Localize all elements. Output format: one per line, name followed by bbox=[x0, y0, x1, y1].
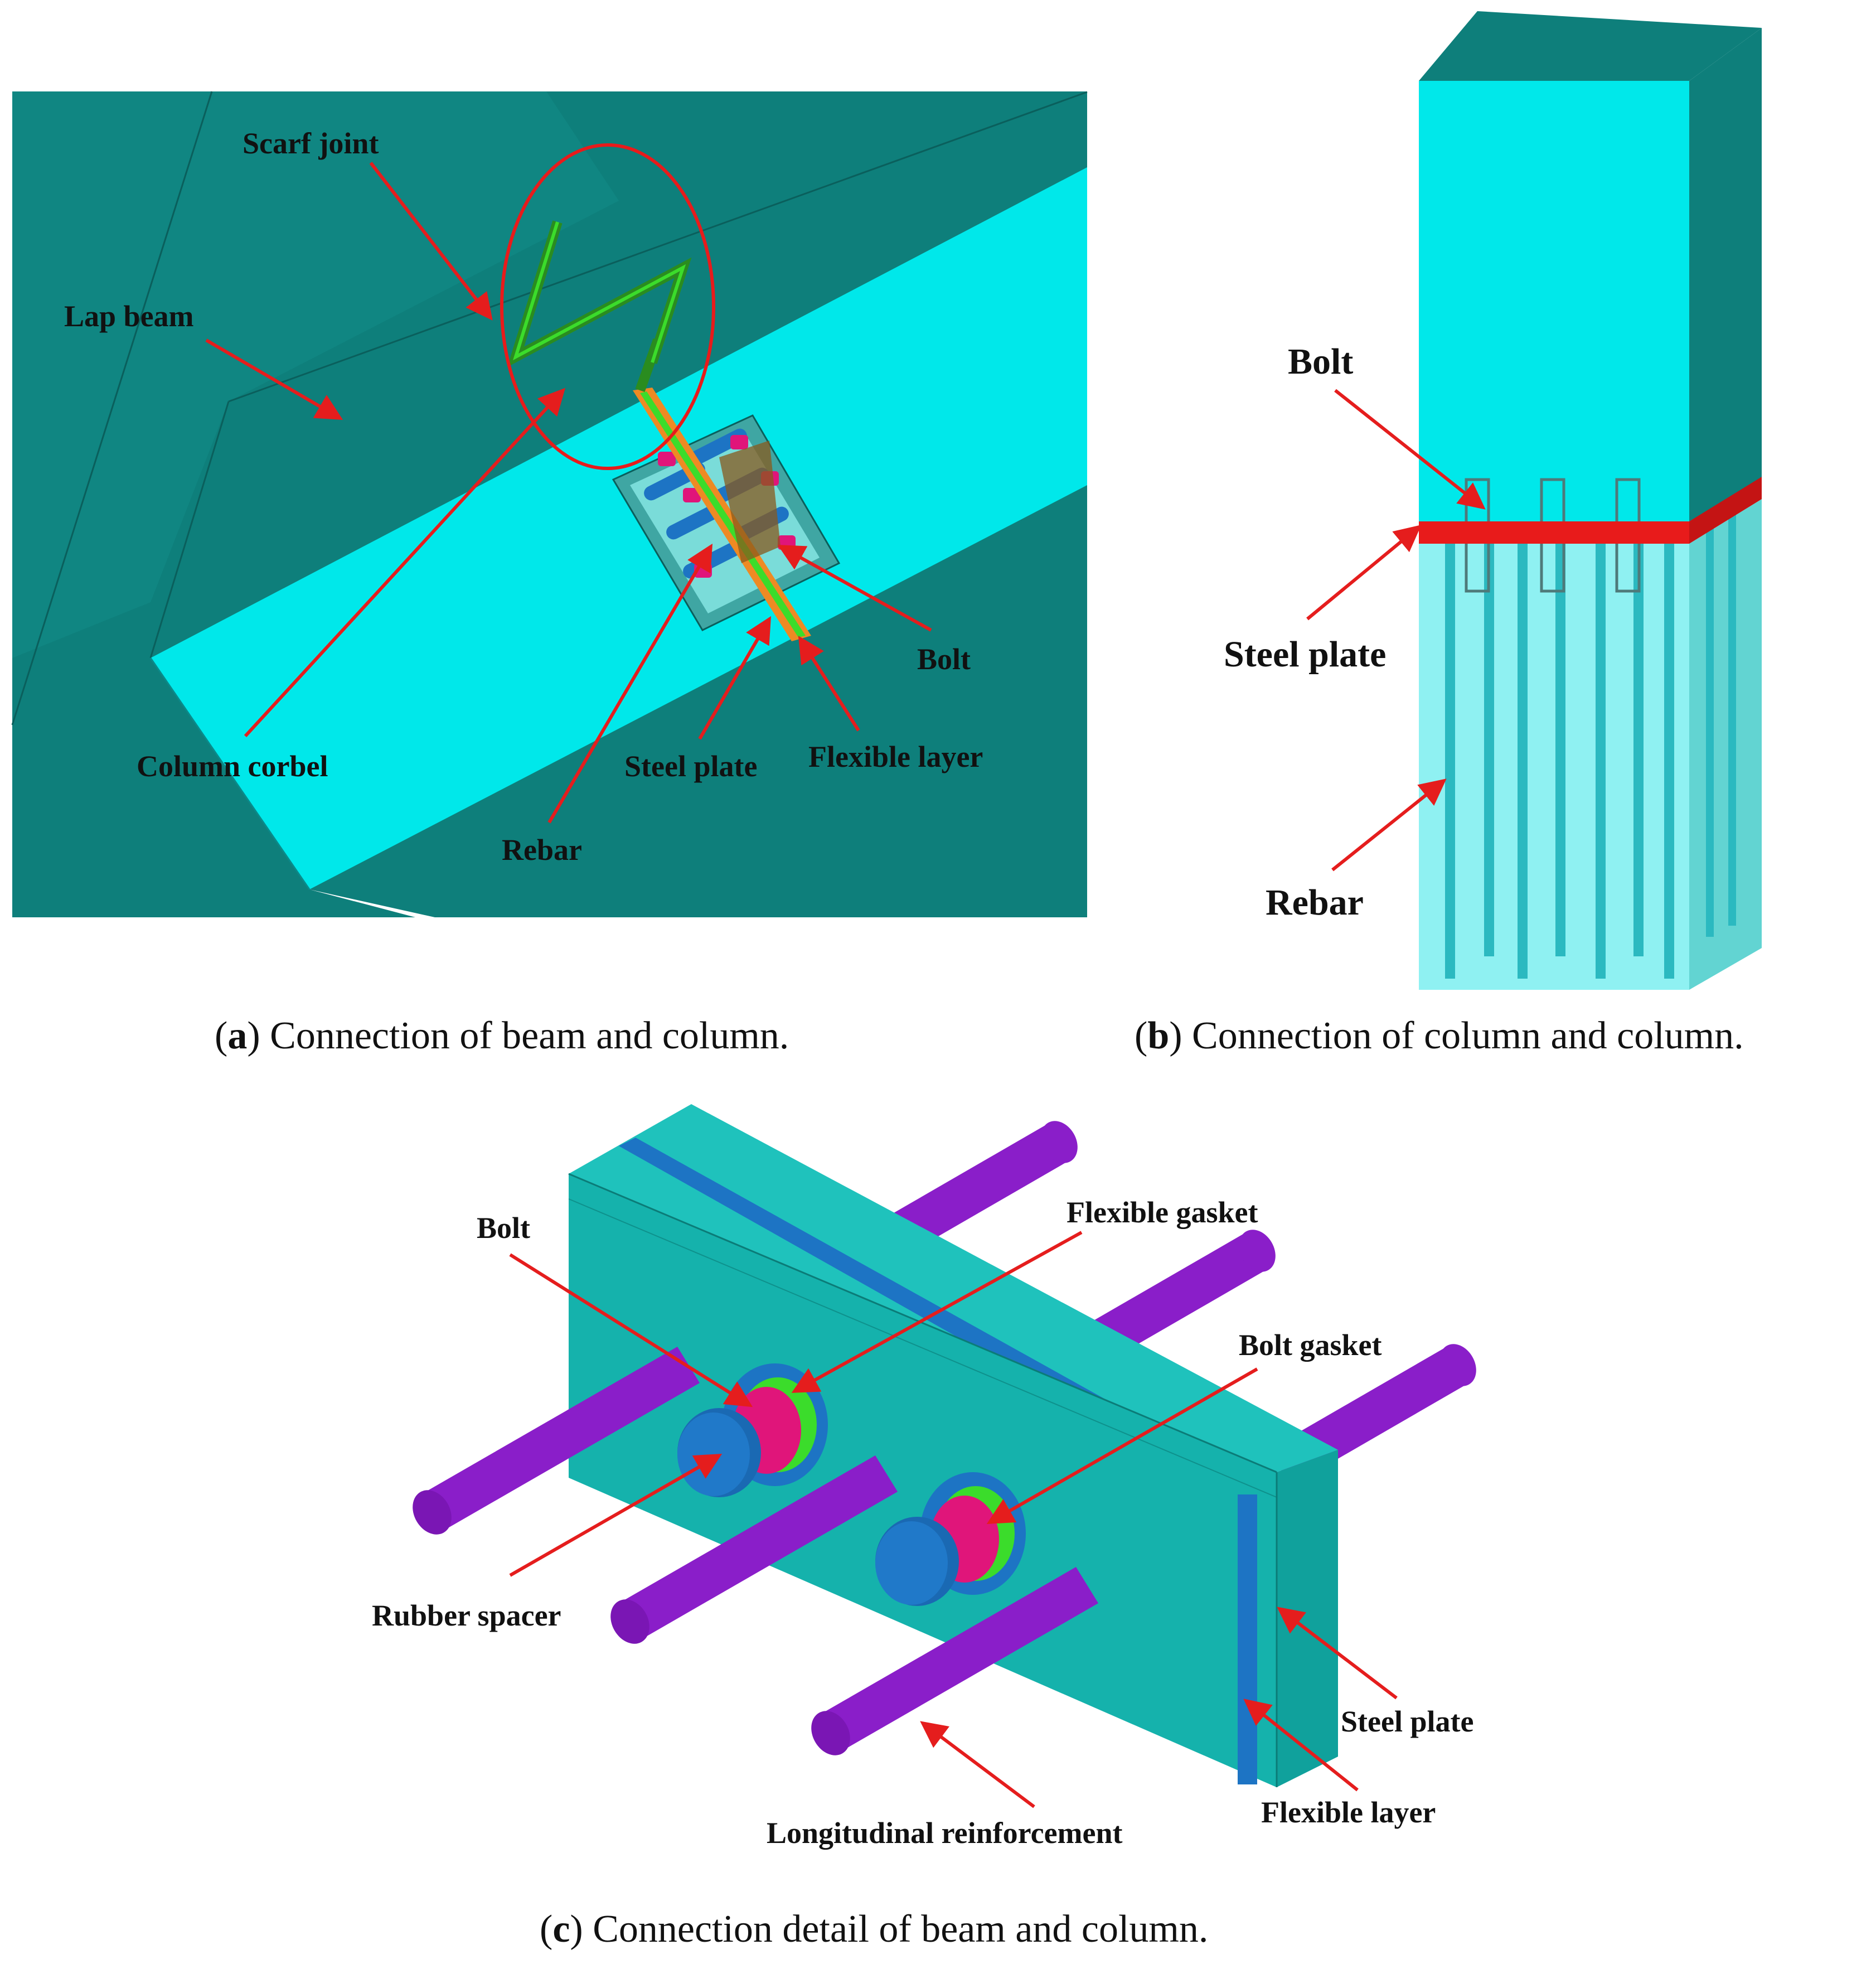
plate-side-face bbox=[1277, 1450, 1338, 1787]
label-scarf-joint: Scarf joint bbox=[243, 127, 379, 160]
rebar-group-b bbox=[1445, 502, 1736, 979]
scarf-joint-highlight bbox=[500, 143, 715, 470]
label-rubber-spacer: Rubber spacer bbox=[372, 1599, 561, 1632]
lower-column-side bbox=[1689, 499, 1762, 990]
label-steel-plate-b: Steel plate bbox=[1224, 634, 1386, 675]
plate-front-face bbox=[569, 1174, 1277, 1787]
lap-beam-face bbox=[12, 91, 619, 658]
label-flexible-gasket: Flexible gasket bbox=[1067, 1196, 1258, 1229]
label-bolt-a: Bolt bbox=[917, 642, 971, 676]
label-flexible-layer-a: Flexible layer bbox=[808, 740, 983, 773]
beam-cyan bbox=[151, 167, 1087, 889]
flexible-layer-strip bbox=[640, 391, 806, 637]
label-bolt-gasket: Bolt gasket bbox=[1239, 1328, 1382, 1362]
label-steel-plate-a: Steel plate bbox=[624, 749, 757, 783]
label-rebar-a: Rebar bbox=[502, 833, 582, 867]
label-rebar-b: Rebar bbox=[1266, 882, 1364, 923]
label-bolt-b: Bolt bbox=[1288, 341, 1353, 382]
caption-b: (b) Connection of column and column. bbox=[1135, 1014, 1744, 1057]
steel-plate-red bbox=[1419, 521, 1689, 544]
label-bolt-c: Bolt bbox=[477, 1211, 530, 1245]
label-flexible-layer-c: Flexible layer bbox=[1261, 1796, 1436, 1829]
label-column-corbel: Column corbel bbox=[137, 749, 328, 783]
flexible-layer-c bbox=[1238, 1494, 1257, 1784]
plate-top-face bbox=[569, 1104, 1338, 1472]
panel-b-arrows bbox=[1306, 389, 1486, 872]
upper-column-front bbox=[1419, 81, 1689, 521]
panel-a-arrows bbox=[205, 162, 932, 824]
caption-c: (c) Connection detail of beam and column… bbox=[540, 1908, 1208, 1951]
longitudinal-bars-front bbox=[413, 1347, 1098, 1755]
upper-column-side bbox=[1689, 28, 1762, 521]
label-steel-plate-c: Steel plate bbox=[1341, 1705, 1473, 1738]
panel-a-illustration bbox=[11, 56, 1088, 917]
panel-c-illustration bbox=[413, 1104, 1476, 1787]
caption-a: (a) Connection of beam and column. bbox=[215, 1014, 789, 1057]
panel-c-arrows bbox=[509, 1231, 1398, 1808]
label-longitudinal-reinforcement: Longitudinal reinforcement bbox=[767, 1816, 1123, 1850]
panel-b-illustration bbox=[1419, 11, 1762, 990]
label-lap-beam: Lap beam bbox=[64, 299, 194, 333]
column-top-face bbox=[1419, 11, 1762, 81]
lower-column-front bbox=[1419, 544, 1689, 990]
bolt-assembly-2 bbox=[875, 1472, 1026, 1606]
